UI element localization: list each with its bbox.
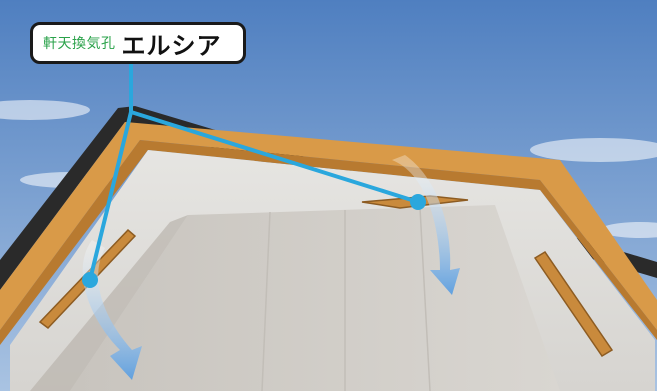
product-callout: 軒天換気孔 エルシア [30,22,246,64]
airflow-arrow-icon [392,155,460,295]
fascia-board [0,122,657,330]
airflow-arrow-icon [82,240,142,380]
callout-product-name: エルシア [121,31,222,60]
wall-left-shadow [30,215,188,391]
vent-slot-right [533,250,614,358]
house-wall [70,205,560,391]
leader-dot-icon [410,194,426,210]
leader-dot-icon [82,272,98,288]
callout-category: 軒天換気孔 [43,36,116,52]
wall-panel-lines [261,207,431,391]
leader-lines [88,58,420,282]
